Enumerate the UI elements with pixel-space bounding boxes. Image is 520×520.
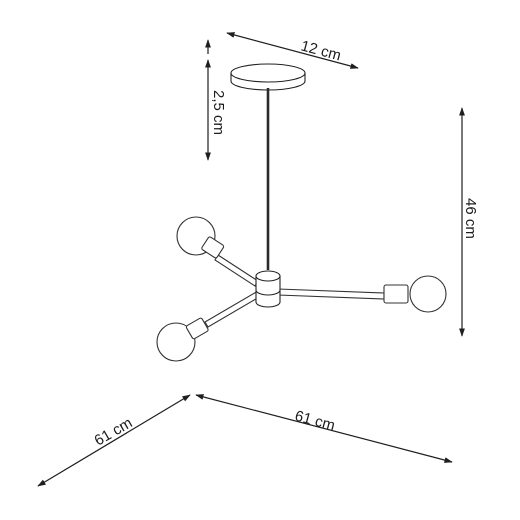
socket-right	[383, 284, 409, 304]
bulb-upper-left	[176, 216, 225, 259]
depth-label: 61 cm	[92, 414, 136, 449]
lamp-arm-lower-left	[204, 290, 262, 328]
width-arrow	[195, 394, 453, 463]
ceiling-canopy	[230, 63, 306, 91]
bulb-lower-left	[156, 317, 209, 362]
bulb-right-glass	[409, 275, 447, 313]
socket-upper-left	[201, 236, 225, 259]
width-dimension: 61 cm	[195, 394, 453, 463]
canopy-height-label: 2,5 cm	[210, 90, 227, 135]
total-height-dimension: 46 cm	[459, 107, 479, 337]
bulb-right	[383, 275, 447, 313]
bulb-lower-left-glass	[156, 322, 196, 362]
canopy-height-dimension: 2,5 cm	[205, 39, 227, 161]
canopy-width-dimension: 12 cm	[226, 32, 359, 69]
depth-dimension: 61 cm	[37, 394, 191, 487]
depth-arrow	[37, 394, 191, 487]
width-label: 61 cm	[293, 407, 337, 434]
socket-lower-left	[185, 317, 209, 340]
total-height-label: 46 cm	[462, 198, 479, 239]
central-hub	[255, 270, 281, 308]
canopy-width-arrow	[226, 32, 359, 69]
lamp-arm-right	[277, 288, 385, 300]
lamp-arm-upper-left	[214, 254, 259, 287]
canopy-width-label: 12 cm	[299, 37, 343, 64]
